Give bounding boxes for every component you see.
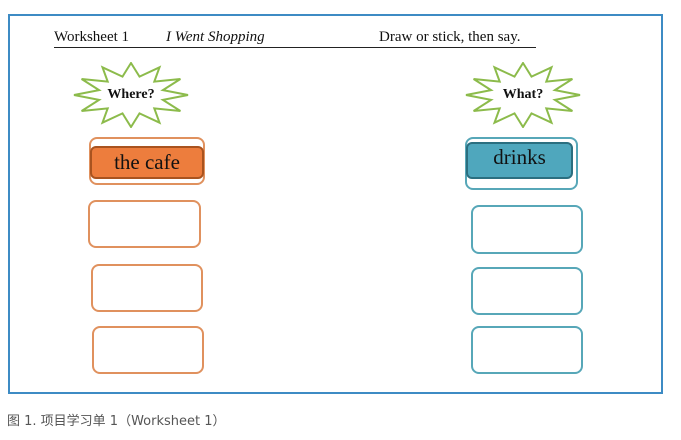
where-burst: Where? — [72, 62, 190, 128]
place-card-filled: the cafe — [90, 146, 204, 179]
worksheet-title: I Went Shopping — [166, 29, 265, 45]
worksheet-number: Worksheet 1 — [54, 29, 130, 45]
worksheet-header: Worksheet 1 I Went Shopping Draw or stic… — [54, 29, 536, 48]
place-box-4[interactable] — [92, 326, 204, 374]
what-label: What? — [502, 87, 544, 102]
item-box-2[interactable] — [471, 205, 583, 254]
where-label: Where? — [107, 87, 155, 102]
starburst-shape — [73, 62, 189, 128]
place-box-2[interactable] — [88, 200, 201, 248]
place-box-3[interactable] — [91, 264, 203, 312]
figure-caption: 图 1. 项目学习单 1（Worksheet 1） — [7, 414, 226, 429]
item-card-label: drinks — [493, 145, 546, 169]
what-burst: What? — [464, 62, 582, 128]
starburst-shape — [465, 62, 581, 128]
item-box-3[interactable] — [471, 267, 583, 315]
place-card-label: the cafe — [114, 150, 180, 174]
item-card-filled: drinks — [466, 142, 573, 179]
worksheet-instruction: Draw or stick, then say. — [379, 29, 521, 45]
item-box-4[interactable] — [471, 326, 583, 374]
